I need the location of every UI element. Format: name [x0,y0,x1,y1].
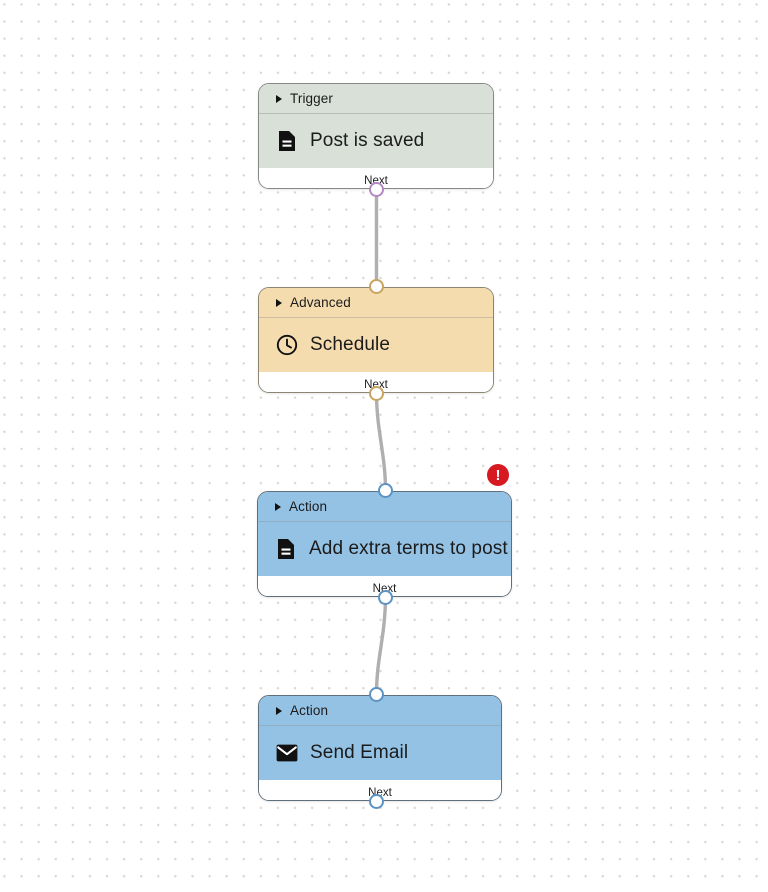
node-header-row[interactable]: Trigger [259,84,493,113]
connector-handle[interactable] [369,687,384,702]
node-body[interactable]: Schedule [259,318,493,372]
node-title: Post is saved [310,130,425,151]
node-title: Schedule [310,334,391,355]
connector-handle[interactable] [369,182,384,197]
chevron-right-icon[interactable] [276,298,282,307]
node-divider [259,113,493,114]
node-body[interactable]: Add extra terms to post [258,522,511,576]
node-body[interactable]: Post is saved [259,114,493,168]
connector-handle[interactable] [369,279,384,294]
envelope-icon [276,742,298,764]
node-header-label: Trigger [290,91,333,106]
node-title: Add extra terms to post [309,538,508,559]
node-header-label: Action [289,499,328,514]
document-icon [275,538,297,560]
connector-handle[interactable] [369,794,384,809]
node-divider [259,725,501,726]
node-divider [258,521,511,522]
connector-line [374,391,388,492]
node-header-label: Action [290,703,329,718]
node-title: Send Email [310,742,409,763]
node-body[interactable]: Send Email [259,726,501,780]
chevron-right-icon[interactable] [275,502,281,511]
chevron-right-icon[interactable] [276,94,282,103]
connector-handle[interactable] [369,386,384,401]
document-icon [276,130,298,152]
node-header-label: Advanced [290,295,351,310]
connector-handle[interactable] [378,590,393,605]
connector-handle[interactable] [378,483,393,498]
error-badge-icon[interactable]: ! [487,464,509,486]
node-divider [259,317,493,318]
error-exclamation-glyph: ! [495,466,501,484]
chevron-right-icon[interactable] [276,706,282,715]
connector-line [374,595,388,696]
clock-icon [276,334,298,356]
